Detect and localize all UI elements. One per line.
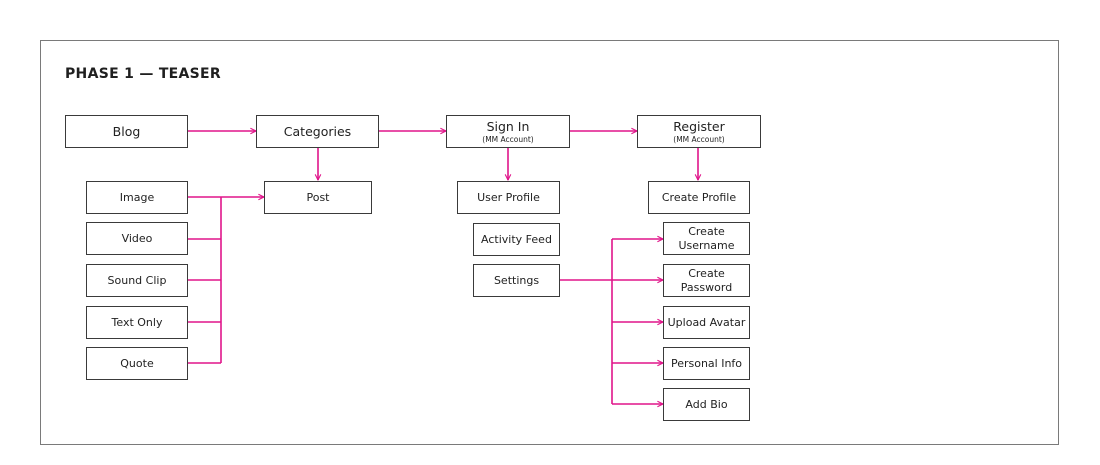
blog-label: Blog [112,124,141,139]
video-node: Video [86,222,188,255]
sound-clip-node: Sound Clip [86,264,188,297]
create-profile-label: Create Profile [661,190,737,204]
activity-feed-label: Activity Feed [481,232,552,246]
quote-label: Quote [120,356,154,370]
register-label: Register [673,119,725,134]
categories-node: Categories [256,115,379,148]
add-bio-node: Add Bio [663,388,750,421]
personal-info-label: Personal Info [670,356,743,370]
activity-feed-node: Activity Feed [473,223,560,256]
categories-label: Categories [283,124,352,139]
register-node: Register (MM Account) [637,115,761,148]
create-username-label-2: Username [678,238,735,252]
user-profile-label: User Profile [477,190,540,204]
image-label: Image [119,190,155,204]
create-password-label-1: Create [688,267,725,281]
create-username-label-1: Create [688,225,725,239]
personal-info-node: Personal Info [663,347,750,380]
sound-clip-label: Sound Clip [107,273,167,287]
create-password-label-2: Password [680,280,733,294]
user-profile-node: User Profile [457,181,560,214]
video-label: Video [121,231,153,245]
add-bio-label: Add Bio [685,397,728,411]
post-node: Post [264,181,372,214]
page-title: PHASE 1 — TEASER [65,66,221,82]
upload-avatar-node: Upload Avatar [663,306,750,339]
settings-node: Settings [473,264,560,297]
image-node: Image [86,181,188,214]
diagram-frame [40,40,1059,445]
create-password-node: Create Password [663,264,750,297]
blog-node: Blog [65,115,188,148]
create-profile-node: Create Profile [648,181,750,214]
settings-label: Settings [493,273,540,287]
text-only-node: Text Only [86,306,188,339]
sign-in-node: Sign In (MM Account) [446,115,570,148]
post-label: Post [306,190,330,204]
register-sublabel: (MM Account) [673,135,725,144]
create-username-node: Create Username [663,222,750,255]
quote-node: Quote [86,347,188,380]
sign-in-sublabel: (MM Account) [482,135,534,144]
text-only-label: Text Only [111,315,163,329]
sign-in-label: Sign In [486,119,530,134]
upload-avatar-label: Upload Avatar [667,315,746,329]
